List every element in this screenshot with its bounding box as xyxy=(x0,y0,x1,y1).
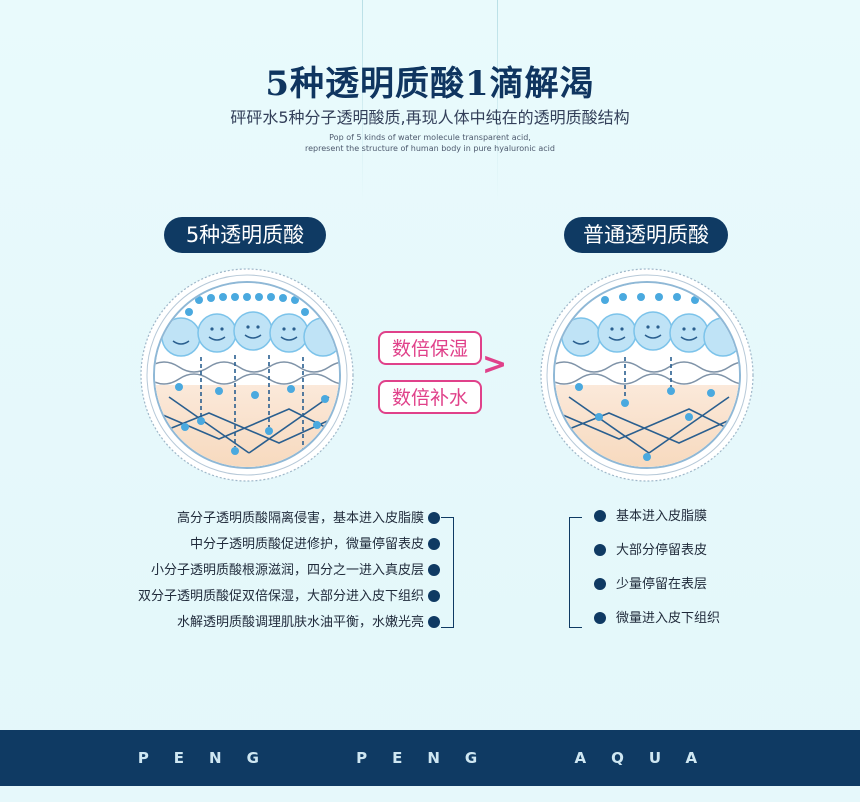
bullet-icon xyxy=(594,612,606,624)
left-panel-label: 5种透明质酸 xyxy=(164,217,326,253)
page-subtitle: 砰砰水5种分子透明酸质,再现人体中纯在的透明质酸结构 xyxy=(230,108,630,127)
greater-than-arrow: > xyxy=(482,347,508,382)
hyaluronic-skin-diagram-5-types xyxy=(139,267,355,483)
page-title: 5种透明质酸1滴解渴 xyxy=(265,64,595,104)
list-item-text: 微量进入皮下组织 xyxy=(616,611,721,626)
decorative-line xyxy=(497,0,498,200)
decorative-line xyxy=(362,0,363,200)
list-item: 中分子透明质酸促进修护，微量停留表皮 xyxy=(138,532,440,558)
bullet-icon xyxy=(428,512,440,524)
english-caption-line-1: Pop of 5 kinds of water molecule transpa… xyxy=(329,133,531,142)
bullet-icon xyxy=(594,578,606,590)
list-item-text: 大部分停留表皮 xyxy=(616,543,708,558)
tag-multiple-hydrating: 数倍补水 xyxy=(378,380,482,414)
list-item: 微量进入皮下组织 xyxy=(594,608,720,642)
list-item-text: 小分子透明质酸根源滋润，四分之一进入真皮层 xyxy=(150,563,424,578)
bullet-icon xyxy=(594,510,606,522)
list-item-text: 高分子透明质酸隔离侵害，基本进入皮脂膜 xyxy=(176,511,424,526)
right-bracket xyxy=(569,517,582,628)
list-item-text: 少量停留在表层 xyxy=(616,577,708,592)
bullet-icon xyxy=(428,538,440,550)
footer-brand: PENG PENG AQUA xyxy=(137,749,723,767)
left-benefits-list: 高分子透明质酸隔离侵害，基本进入皮脂膜 中分子透明质酸促进修护，微量停留表皮 小… xyxy=(138,506,440,636)
list-item: 高分子透明质酸隔离侵害，基本进入皮脂膜 xyxy=(138,506,440,532)
right-panel-label: 普通透明质酸 xyxy=(564,217,728,253)
bullet-icon xyxy=(428,616,440,628)
list-item: 双分子透明质酸促双倍保湿，大部分进入皮下组织 xyxy=(138,584,440,610)
list-item-text: 基本进入皮脂膜 xyxy=(616,509,708,524)
list-item: 小分子透明质酸根源滋润，四分之一进入真皮层 xyxy=(138,558,440,584)
hyaluronic-skin-diagram-ordinary xyxy=(539,267,755,483)
list-item-text: 中分子透明质酸促进修护，微量停留表皮 xyxy=(189,537,424,552)
list-item: 水解透明质酸调理肌肤水油平衡，水嫩光亮 xyxy=(138,610,440,636)
footer-banner: PENG PENG AQUA xyxy=(0,730,860,786)
list-item-text: 水解透明质酸调理肌肤水油平衡，水嫩光亮 xyxy=(176,615,424,630)
bullet-icon xyxy=(594,544,606,556)
right-benefits-list: 基本进入皮脂膜 大部分停留表皮 少量停留在表层 微量进入皮下组织 xyxy=(594,506,720,642)
bullet-icon xyxy=(428,564,440,576)
tag-multiple-moisturizing: 数倍保湿 xyxy=(378,331,482,365)
left-bracket xyxy=(441,517,454,628)
list-item-text: 双分子透明质酸促双倍保湿，大部分进入皮下组织 xyxy=(137,589,424,604)
english-caption: Pop of 5 kinds of water molecule transpa… xyxy=(0,132,860,154)
list-item: 基本进入皮脂膜 xyxy=(594,506,720,540)
english-caption-line-2: represent the structure of human body in… xyxy=(305,144,555,153)
list-item: 少量停留在表层 xyxy=(594,574,720,608)
list-item: 大部分停留表皮 xyxy=(594,540,720,574)
bottom-strip xyxy=(0,786,860,802)
bullet-icon xyxy=(428,590,440,602)
